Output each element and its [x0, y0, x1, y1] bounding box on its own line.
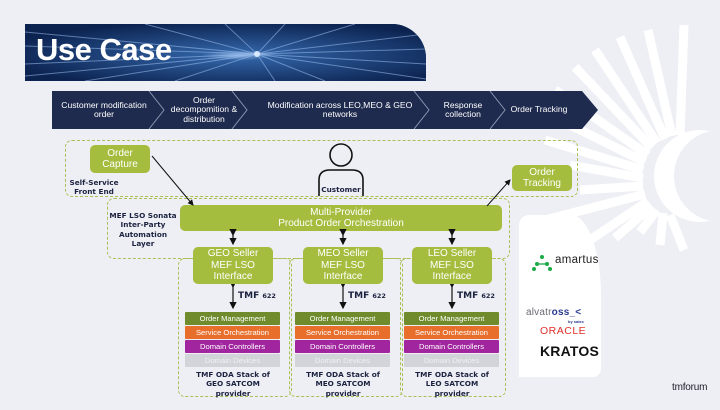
customer-label: Customer	[321, 185, 361, 194]
geo-service-orchestration: Service Orchestration	[185, 326, 280, 339]
leo-order-management: Order Management	[404, 312, 499, 325]
page-title: Use Case	[36, 32, 172, 67]
meo-domain-controllers: Domain Controllers	[295, 340, 390, 353]
arrow-orchestration-to-tracking	[486, 179, 511, 207]
order-tracking-box: Order Tracking	[512, 165, 572, 191]
process-chevron-bar	[52, 91, 598, 129]
amartus-logo: amartus	[555, 254, 599, 266]
leo-tmf-622-label: TMF 622	[457, 291, 495, 301]
orchestration-line2: Product Order Orchestration	[278, 218, 404, 229]
geo-seller-line3: Interface	[213, 271, 253, 283]
meo-seller-line3: Interface	[323, 271, 363, 283]
alvatross-by-satec: by satec	[568, 319, 585, 324]
leo-domain-devices: Domain Devices	[404, 354, 499, 367]
meo-service-orchestration: Service Orchestration	[295, 326, 390, 339]
leo-seller-line1: LEO Seller	[427, 248, 477, 260]
step-order-tracking: Order Tracking	[510, 104, 568, 115]
sonata-layer-label: MEF LSO Sonata Inter-Party Automation La…	[109, 211, 177, 249]
geo-seller-line2: MEF LSO	[211, 259, 255, 271]
self-service-label: Self-Service Front End	[69, 178, 119, 197]
leo-service-orchestration: Service Orchestration	[404, 326, 499, 339]
leo-seller-line2: MEF LSO	[430, 259, 474, 271]
meo-seller-line2: MEF LSO	[321, 259, 365, 271]
geo-order-management: Order Management	[185, 312, 280, 325]
leo-seller-line3: Interface	[432, 271, 472, 283]
geo-domain-controllers: Domain Controllers	[185, 340, 280, 353]
partner-logos-panel	[519, 215, 601, 377]
arrow-capture-to-orchestration	[151, 155, 194, 206]
customer-icon	[318, 143, 364, 196]
meo-domain-devices: Domain Devices	[295, 354, 390, 367]
starburst-background	[25, 24, 426, 81]
tmforum-logo: tmforum	[672, 382, 708, 393]
oracle-logo: ORACLE	[540, 325, 587, 337]
leo-domain-controllers: Domain Controllers	[404, 340, 499, 353]
meo-seller-line1: MEO Seller	[317, 248, 369, 260]
alvatross-logo: alvatross_<	[526, 307, 582, 318]
orchestration-box: Multi-Provider Product Order Orchestrati…	[180, 205, 502, 231]
kratos-logo: KRATOS	[540, 343, 600, 359]
geo-seller-box: GEO Seller MEF LSO Interface	[193, 247, 273, 284]
front-end-group	[65, 140, 578, 197]
order-capture-box: Order Capture	[90, 145, 150, 173]
leo-seller-box: LEO Seller MEF LSO Interface	[412, 247, 492, 284]
step-customer-modification-order: Customer modification order	[61, 99, 147, 119]
step-response-collection: Response collection	[443, 99, 483, 119]
geo-tmf-622-label: TMF 622	[238, 291, 276, 301]
meo-tmf-622-label: TMF 622	[348, 291, 386, 301]
amartus-logo-icon	[532, 255, 552, 271]
orchestration-line1: Multi-Provider	[310, 206, 372, 218]
meo-order-management: Order Management	[295, 312, 390, 325]
geo-seller-line1: GEO Seller	[207, 248, 259, 260]
step-modification-across-networks: Modification across LEO,MEO & GEO networ…	[267, 99, 413, 119]
geo-domain-devices: Domain Devices	[185, 354, 280, 367]
step-order-decomposition: Order decompomition & distribution	[170, 95, 238, 124]
meo-seller-box: MEO Seller MEF LSO Interface	[303, 247, 383, 284]
header-banner	[25, 24, 426, 81]
